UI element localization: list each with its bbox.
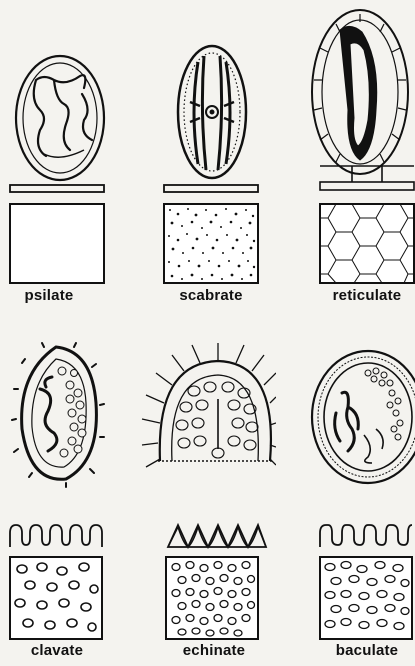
label-echinate: echinate xyxy=(145,642,283,659)
grain-scabrate xyxy=(178,46,246,178)
panel-psilate: psilate xyxy=(0,0,138,333)
label-baculate: baculate xyxy=(298,642,415,659)
panel-clavate: clavate xyxy=(0,333,138,666)
wall-section-echinate xyxy=(168,525,266,547)
panel-baculate: baculate xyxy=(276,333,414,666)
surface-square-reticulate xyxy=(320,204,414,283)
label-reticulate: reticulate xyxy=(298,287,415,304)
surface-square-psilate xyxy=(10,204,104,283)
panel-scabrate: scabrate xyxy=(138,0,276,333)
surface-square-clavate xyxy=(10,557,102,639)
surface-square-scabrate xyxy=(164,204,258,283)
label-scabrate: scabrate xyxy=(142,287,280,304)
wall-section-reticulate xyxy=(320,166,414,190)
wall-section-baculate xyxy=(320,525,412,547)
grain-echinate xyxy=(142,343,276,467)
wall-section-psilate xyxy=(10,185,104,192)
grain-psilate xyxy=(16,56,104,180)
surface-square-baculate xyxy=(320,557,412,639)
panel-echinate: echinate xyxy=(138,333,276,666)
surface-square-echinate xyxy=(166,557,258,639)
panel-reticulate: reticulate xyxy=(276,0,414,333)
grain-clavate xyxy=(12,343,104,487)
label-psilate: psilate xyxy=(0,287,118,304)
grain-reticulate xyxy=(312,10,408,174)
wall-section-clavate xyxy=(10,525,102,547)
wall-section-scabrate xyxy=(164,185,258,192)
grain-baculate xyxy=(312,351,415,483)
label-clavate: clavate xyxy=(0,642,126,659)
